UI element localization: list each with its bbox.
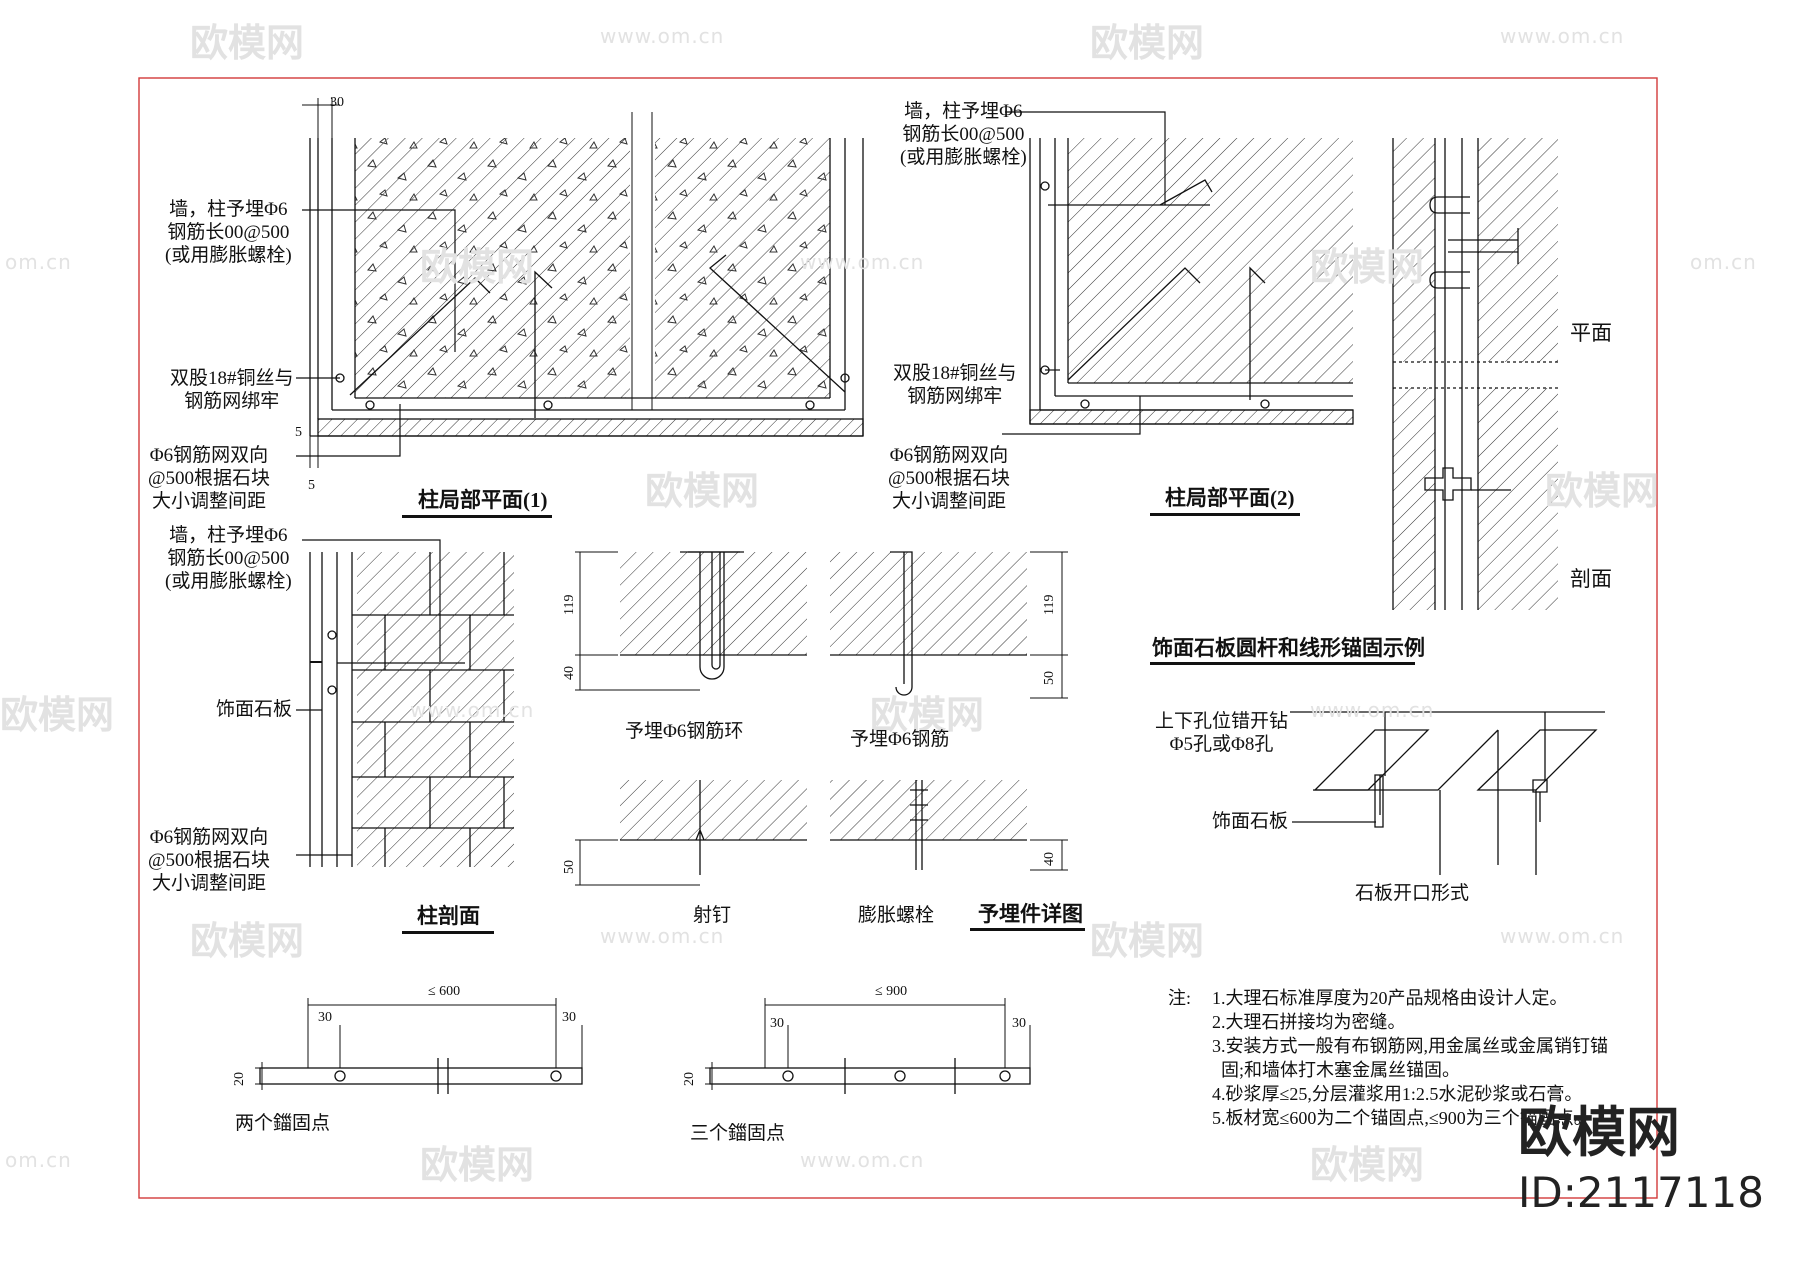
- brand-logo-text: 欧模网: [1518, 1101, 1680, 1164]
- dim-119: 119: [1042, 594, 1057, 615]
- label-slot-form: 石板开口形式: [1355, 883, 1470, 904]
- title-underline: [970, 928, 1085, 931]
- dim-30: 30: [1012, 1016, 1026, 1031]
- column-plan-2: [1029, 138, 1354, 425]
- stone-opening-forms: [1290, 711, 1605, 875]
- watermark-url: www.om.cn: [1500, 24, 1625, 48]
- plan-2-leaders: [1002, 111, 1166, 435]
- plan-section-detail: [1392, 138, 1558, 610]
- column-plan-1: [302, 98, 864, 468]
- watermark-url: www.om.cn: [600, 924, 725, 948]
- watermark-url: www.om.cn: [800, 1148, 925, 1172]
- title-plan-2: 柱局部平面(2): [1165, 486, 1295, 510]
- dim-30: 30: [330, 95, 344, 110]
- notes-label: 注:: [1168, 988, 1192, 1008]
- watermark-url: www.om.cn: [1310, 698, 1435, 722]
- dim-50: 50: [562, 860, 577, 874]
- watermark: 欧模网: [1090, 21, 1205, 65]
- dim-20: 20: [232, 1072, 247, 1086]
- label-copper-wire: 双股18#铜丝与 钢筋网绑牢: [170, 368, 294, 412]
- embedded-parts: [575, 551, 1068, 886]
- label-embed-rebar: 予埋Φ6钢筋: [850, 729, 950, 750]
- title-underline: [402, 931, 494, 934]
- title-embedded-parts: 予埋件详图: [978, 902, 1083, 926]
- notes-list: 1.大理石标准厚度为20产品规格由设计人定。 2.大理石拼接均为密缝。 3.安装…: [1168, 986, 1608, 1130]
- dim-40: 40: [1042, 852, 1057, 866]
- section-leaders: [296, 539, 441, 856]
- label-copper-wire: 双股18#铜丝与 钢筋网绑牢: [893, 363, 1017, 407]
- title-underline: [402, 515, 552, 518]
- label-wall-embed: 墙，柱予埋Φ6 钢筋长00@500 (或用膨胀螺栓): [900, 101, 1027, 168]
- title-anchor-example: 饰面石板圆杆和线形锚固示例: [1152, 636, 1425, 660]
- note-item: 1.大理石标准厚度为20产品规格由设计人定。: [1212, 988, 1568, 1008]
- watermark-url: om.cn: [5, 1148, 72, 1172]
- column-section: [309, 552, 514, 867]
- title-plan-1: 柱局部平面(1): [418, 488, 548, 512]
- watermark-url: om.cn: [1690, 250, 1757, 274]
- title-underline: [1150, 513, 1300, 516]
- watermark-url: www.om.cn: [410, 698, 535, 722]
- notes: 注: 1.大理石标准厚度为20产品规格由设计人定。 2.大理石拼接均为密缝。 3…: [1168, 986, 1608, 1130]
- label-rebar-ring: 予埋Φ6钢筋环: [625, 721, 744, 742]
- watermark-url: www.om.cn: [800, 250, 925, 274]
- dim-5: 5: [295, 425, 302, 440]
- title-column-section: 柱剖面: [417, 904, 480, 928]
- label-drill-holes: 上下孔位错开钻 Φ5孔或Φ8孔: [1155, 711, 1289, 755]
- dim-50: 50: [1042, 671, 1057, 685]
- label-three-anchors: 三个鍿固点: [690, 1123, 786, 1144]
- watermark: 欧模网: [420, 1143, 535, 1187]
- label-wall-embed: 墙，柱予埋Φ6 钢筋长00@500 (或用膨胀螺栓): [165, 525, 292, 592]
- note-item: 2.大理石拼接均为密缝。: [1212, 1012, 1406, 1032]
- label-rebar-mesh: Φ6钢筋网双向 @500根据石块 大小调整间距: [888, 445, 1010, 512]
- dim-5: 5: [308, 478, 315, 493]
- note-item: 4.砂浆厚≤25,分层灌浆用1:2.5水泥砂浆或石膏。: [1212, 1084, 1583, 1104]
- label-rebar-mesh: Φ6钢筋网双向 @500根据石块 大小调整间距: [148, 827, 270, 894]
- plan-1-leaders: [296, 209, 456, 457]
- label-section: 剖面: [1570, 567, 1612, 591]
- watermark-url: www.om.cn: [600, 24, 725, 48]
- sheet-frame: [138, 77, 1658, 1199]
- brand-id: ID:2117118: [1518, 1168, 1764, 1217]
- dim-30: 30: [770, 1016, 784, 1031]
- dim-119: 119: [562, 594, 577, 615]
- watermark: 欧模网: [1310, 245, 1425, 289]
- label-wall-embed: 墙，柱予埋Φ6 钢筋长00@500 (或用膨胀螺栓): [165, 199, 292, 266]
- label-nail: 射钉: [693, 905, 732, 926]
- watermark: 欧模网: [420, 245, 535, 289]
- dim-30: 30: [318, 1010, 332, 1025]
- dim-40: 40: [562, 666, 577, 680]
- watermark: 欧模网: [1545, 469, 1660, 513]
- note-item: 5.板材宽≤600为二个锚固点,≤900为三个锚固点。: [1212, 1108, 1592, 1128]
- label-facing-stone: 饰面石板: [1212, 811, 1289, 832]
- label-expansion-bolt: 膨胀螺栓: [858, 905, 935, 926]
- watermark-url: om.cn: [5, 250, 72, 274]
- watermark: 欧模网: [190, 21, 305, 65]
- title-underline: [1150, 662, 1415, 665]
- label-plan: 平面: [1570, 321, 1612, 345]
- watermark: 欧模网: [0, 693, 115, 737]
- label-facing-stone: 饰面石板: [216, 699, 293, 720]
- watermark: 欧模网: [1310, 1143, 1425, 1187]
- note-item: 3.安装方式一般有布钢筋网,用金属丝或金属销钉锚 固;和墙体打木塞金属丝锚固。: [1212, 1036, 1608, 1080]
- watermark: 欧模网: [1090, 919, 1205, 963]
- label-rebar-mesh: Φ6钢筋网双向 @500根据石块 大小调整间距: [148, 445, 270, 512]
- watermark: 欧模网: [870, 693, 985, 737]
- label-two-anchors: 两个鍿固点: [235, 1113, 331, 1134]
- watermark: 欧模网: [190, 919, 305, 963]
- dim-30: 30: [562, 1010, 576, 1025]
- dim-900: ≤ 900: [875, 984, 908, 999]
- dim-600: ≤ 600: [428, 984, 461, 999]
- anchor-points: [255, 998, 1031, 1094]
- watermark: 欧模网: [645, 469, 760, 513]
- watermark-url: www.om.cn: [1500, 924, 1625, 948]
- dim-20: 20: [682, 1072, 697, 1086]
